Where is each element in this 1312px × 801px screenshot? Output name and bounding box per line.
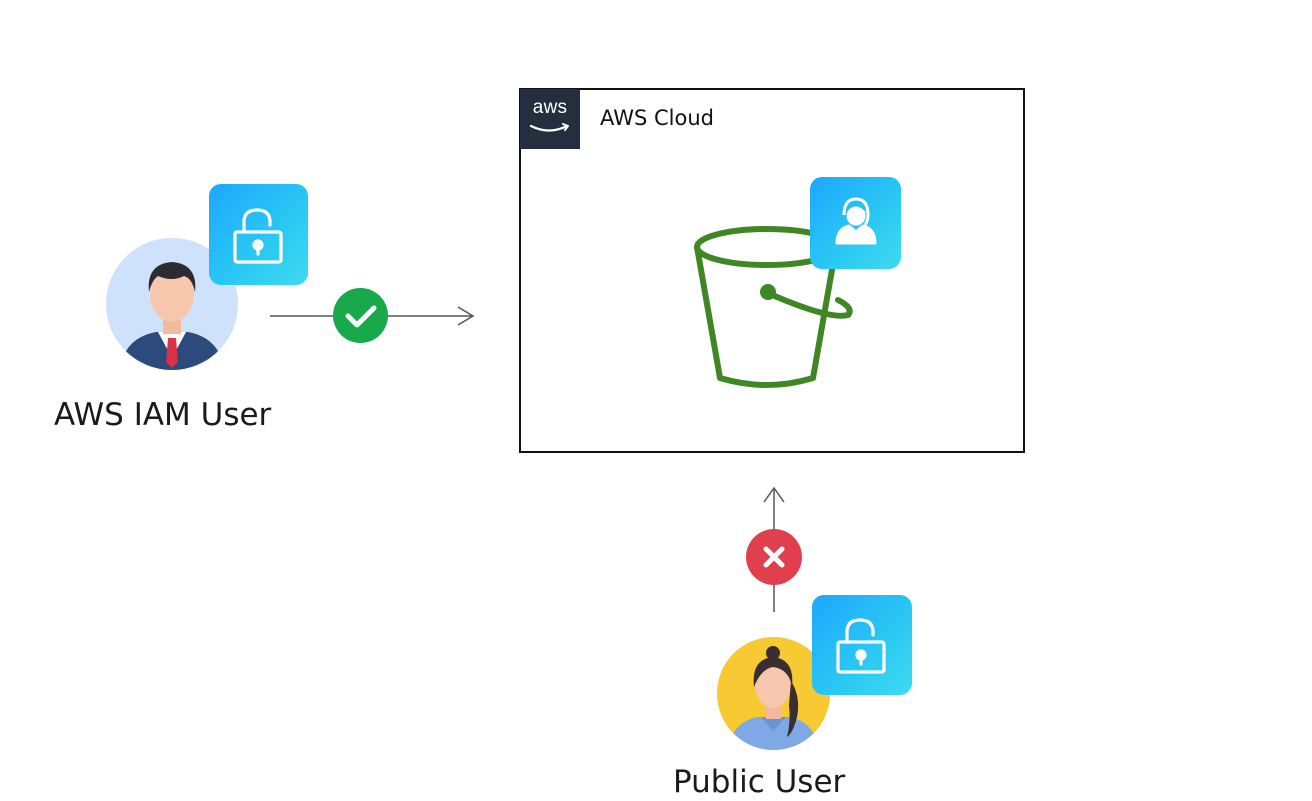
unlocked-padlock-icon bbox=[836, 618, 886, 674]
public-lock-badge bbox=[812, 595, 912, 695]
cross-icon bbox=[763, 546, 785, 568]
allowed-status-badge bbox=[333, 288, 388, 343]
aws-cloud-group bbox=[519, 88, 1025, 453]
aws-logo-text: aws bbox=[532, 97, 568, 118]
iam-user-label: AWS IAM User bbox=[54, 397, 272, 433]
cloud-label: AWS Cloud bbox=[600, 106, 714, 130]
s3-bucket-icon bbox=[694, 226, 853, 388]
woman-avatar-icon bbox=[717, 637, 830, 750]
public-user-avatar bbox=[717, 637, 830, 750]
aws-logo-icon bbox=[520, 89, 580, 149]
check-icon bbox=[345, 305, 377, 328]
iam-lock-badge bbox=[209, 184, 308, 285]
user-icon bbox=[835, 197, 877, 245]
aws-smile-icon bbox=[529, 123, 569, 132]
public-user-label: Public User bbox=[673, 764, 846, 800]
unlocked-padlock-icon bbox=[233, 208, 283, 264]
